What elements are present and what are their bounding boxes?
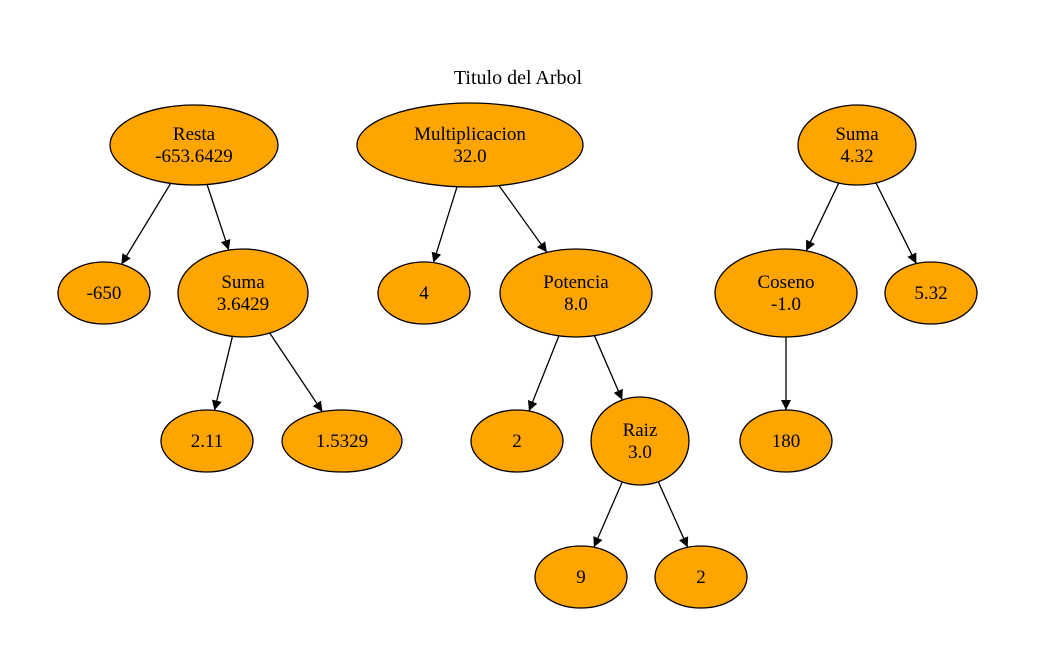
node-value-label: 3.0 bbox=[628, 442, 652, 463]
node-ellipse bbox=[57, 261, 151, 325]
node-ellipse bbox=[177, 248, 309, 338]
node-n15329: 1.5329 bbox=[281, 409, 403, 473]
node-ellipse bbox=[534, 545, 628, 609]
node-value-label: 180 bbox=[772, 431, 801, 452]
node-operation-label: Resta bbox=[173, 124, 216, 145]
node-value-label: 8.0 bbox=[564, 294, 588, 315]
edge-raiz-to-n2b bbox=[657, 481, 689, 548]
node-operation-label: Raiz bbox=[623, 420, 658, 441]
edge-mult-to-n4 bbox=[431, 186, 458, 263]
node-value-label: 2.11 bbox=[191, 431, 224, 452]
edge-suma1-to-n211 bbox=[211, 336, 234, 411]
node-ellipse bbox=[739, 409, 833, 473]
node-resta: Resta-653.6429 bbox=[109, 104, 279, 186]
node-value-label: 4 bbox=[419, 283, 429, 304]
node-ellipse bbox=[884, 261, 978, 325]
edge-suma1-to-n15329 bbox=[269, 332, 323, 413]
node-n2b: 2 bbox=[654, 545, 748, 609]
node-value-label: 2 bbox=[512, 431, 522, 452]
node-ellipse bbox=[797, 104, 917, 186]
node-ellipse bbox=[590, 396, 690, 486]
node-operation-label: Coseno bbox=[758, 272, 815, 293]
node-ellipse bbox=[714, 248, 858, 338]
node-operation-label: Potencia bbox=[543, 272, 609, 293]
edge-suma2-to-coseno bbox=[805, 182, 840, 252]
node-value-label: -650 bbox=[87, 283, 122, 304]
node-ellipse bbox=[109, 104, 279, 186]
edge-pot-to-n2a bbox=[527, 335, 560, 412]
edge-pot-to-raiz bbox=[593, 335, 623, 401]
node-n211: 2.11 bbox=[160, 409, 254, 473]
node-ellipse bbox=[281, 409, 403, 473]
node-coseno: Coseno-1.0 bbox=[714, 248, 858, 338]
node-ellipse bbox=[160, 409, 254, 473]
node-value-label: 2 bbox=[696, 567, 706, 588]
node-n4: 4 bbox=[377, 261, 471, 325]
node-ellipse bbox=[499, 248, 653, 338]
node-n9: 9 bbox=[534, 545, 628, 609]
edge-raiz-to-n9 bbox=[593, 481, 623, 548]
node-operation-label: Multiplicacion bbox=[414, 124, 526, 145]
node-value-label: 3.6429 bbox=[217, 294, 269, 315]
node-n650: -650 bbox=[57, 261, 151, 325]
node-n2a: 2 bbox=[470, 409, 564, 473]
node-value-label: -653.6429 bbox=[155, 146, 233, 167]
edge-resta-to-suma1 bbox=[206, 184, 231, 251]
node-value-label: -1.0 bbox=[771, 294, 801, 315]
edge-mult-to-pot bbox=[498, 185, 548, 253]
node-value-label: 9 bbox=[576, 567, 586, 588]
node-value-label: 1.5329 bbox=[316, 431, 368, 452]
node-n180: 180 bbox=[739, 409, 833, 473]
edge-resta-to-n650 bbox=[120, 183, 172, 265]
node-ellipse bbox=[356, 102, 584, 188]
node-value-label: 4.32 bbox=[840, 146, 873, 167]
node-n532: 5.32 bbox=[884, 261, 978, 325]
diagram-title: Titulo del Arbol bbox=[454, 67, 583, 89]
edges-layer bbox=[120, 182, 917, 548]
node-ellipse bbox=[377, 261, 471, 325]
node-operation-label: Suma bbox=[835, 124, 879, 145]
node-value-label: 5.32 bbox=[914, 283, 947, 304]
node-ellipse bbox=[470, 409, 564, 473]
node-operation-label: Suma bbox=[221, 272, 265, 293]
node-ellipse bbox=[654, 545, 748, 609]
edge-suma2-to-n532 bbox=[875, 182, 917, 264]
node-value-label: 32.0 bbox=[453, 146, 486, 167]
